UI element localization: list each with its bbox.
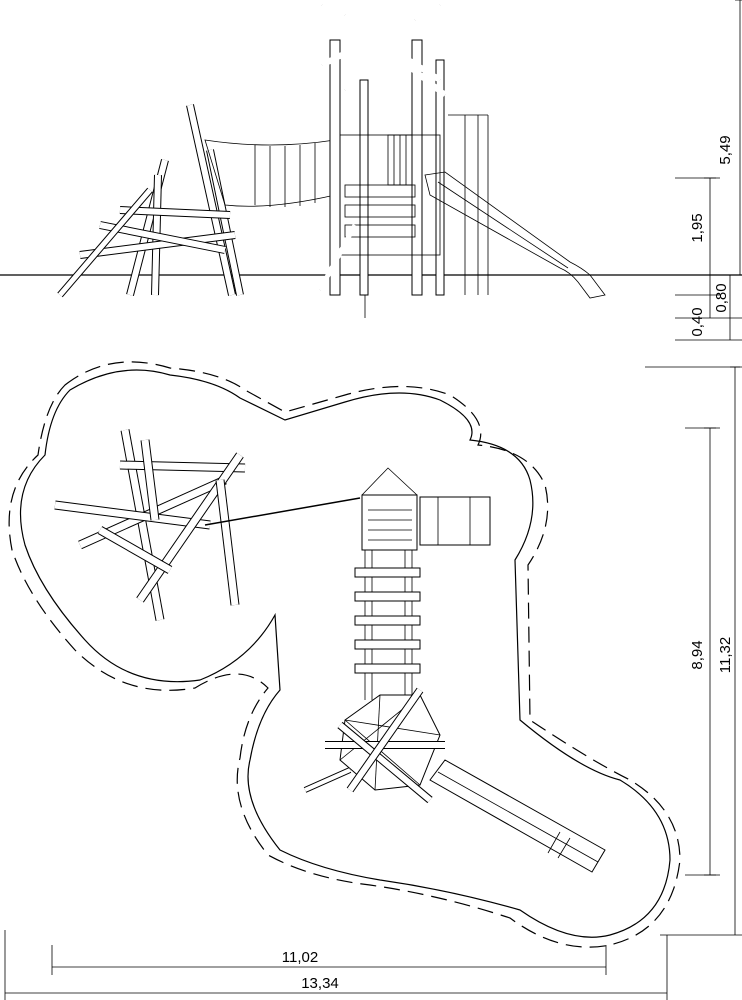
side-elevation: 5,49 1,95 0,40 0,80 [0, 0, 742, 341]
plan-depth-label: 8,94 [689, 640, 706, 669]
footing-depth-label: 0,80 [713, 283, 730, 312]
area-width-label: 13,34 [301, 975, 339, 992]
foundation-depth-label: 0,40 [689, 307, 706, 336]
tower-plan [354, 467, 491, 700]
net-bridge [204, 139, 336, 207]
slide [424, 114, 606, 299]
slide-plan [429, 759, 606, 873]
plan-horizontal-dimensions: 11,02 13,34 [4, 930, 668, 1000]
total-height-label: 5,49 [717, 135, 734, 164]
plan-vertical-dimensions: 8,94 11,32 [645, 366, 742, 936]
elevation-dimensions: 5,49 1,95 0,40 0,80 [675, 0, 742, 341]
area-depth-label: 11,32 [717, 637, 734, 673]
platform-height-label: 1,95 [689, 213, 706, 242]
plan-width-label: 11,02 [282, 949, 318, 966]
hex-tower-plan [303, 687, 445, 804]
tower [317, 2, 447, 318]
climbing-frame [57, 104, 244, 298]
fall-zone-outline [8, 361, 681, 948]
climbing-frame-plan [54, 429, 361, 621]
safety-area-outline [19, 369, 671, 938]
top-plan: 8,94 11,32 11,02 13,34 [4, 361, 742, 1000]
